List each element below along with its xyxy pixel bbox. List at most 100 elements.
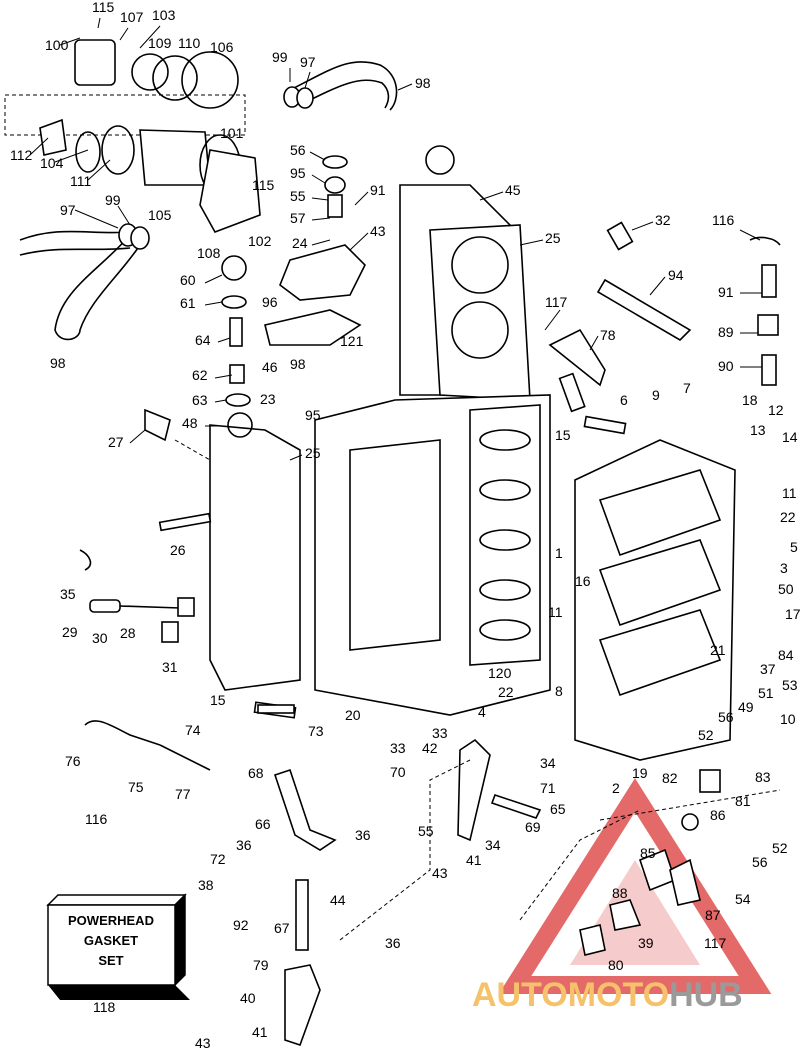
callout-85: 85 [640,845,656,861]
box-line-1: POWERHEAD [68,913,154,928]
callout-1: 1 [555,545,563,561]
callout-labels: 115 107 103 100 109 110 106 99 97 98 101… [10,0,800,1051]
callout-73: 73 [308,723,324,739]
callout-11b: 11 [548,604,563,620]
callout-26: 26 [170,542,186,558]
callout-75: 75 [128,779,144,795]
callout-28: 28 [120,625,136,641]
callout-25a: 25 [545,230,561,246]
callout-52b: 52 [772,840,788,856]
callout-68: 68 [248,765,264,781]
callout-10: 10 [780,711,796,727]
callout-116b: 116 [85,811,108,827]
callout-106: 104 [40,155,64,171]
callout-60: 60 [180,272,196,288]
callout-13: 13 [750,422,766,438]
callout-19: 19 [632,765,648,781]
callout-47: 45 [505,182,521,198]
callout-24: 24 [292,235,308,251]
callout-74: 74 [185,722,201,738]
callout-57: 55 [290,188,306,204]
callout-4: 4 [478,704,486,720]
callout-16: 16 [575,573,591,589]
callout-33b: 33 [390,740,406,756]
callout-66: 66 [255,816,271,832]
callout-31: 31 [162,659,178,675]
callout-108: 106 [210,39,234,55]
callout-2: 2 [612,780,620,796]
callout-112: 110 [178,35,201,51]
callout-76: 76 [65,753,81,769]
callout-15a: 15 [555,427,571,443]
callout-78: 78 [600,327,616,343]
callout-27: 27 [108,434,124,450]
callout-55: 55 [418,823,434,839]
callout-89: 89 [718,324,734,340]
callout-54: 54 [735,891,751,907]
callout-111: 109 [148,35,172,51]
box-line-2: GASKET [84,933,138,948]
callout-117a: 117 [545,294,568,310]
box-line-3: SET [98,953,123,968]
callout-8: 8 [555,683,563,699]
callout-95: 95 [305,407,321,423]
callout-86: 86 [710,807,726,823]
callout-21: 21 [710,642,726,658]
callout-119: 120 [488,665,512,681]
callout-97: 95 [290,165,306,181]
callout-15b: 15 [210,692,226,708]
throttle-linkage [84,701,542,1047]
callout-36a: 36 [355,827,371,843]
callout-102: 100 [45,37,69,53]
callout-5: 5 [790,539,798,555]
callout-9: 9 [652,387,660,403]
callout-29: 29 [62,624,78,640]
callout-6: 6 [620,392,628,408]
callout-51: 51 [758,685,774,701]
callout-115b: 115 [252,177,275,193]
callout-32: 32 [655,212,671,228]
callout-100b: 98 [50,355,66,371]
callout-104: 102 [248,233,272,249]
callout-70: 70 [390,764,406,780]
callout-110: 108 [197,245,221,261]
callout-114: 112 [10,147,33,163]
left-sensors [79,408,295,714]
callout-36b: 36 [236,837,252,853]
callout-34b: 34 [485,837,501,853]
callout-58: 56 [290,142,306,158]
leader-lines [29,17,762,461]
callout-120: 121 [340,333,364,349]
callout-35: 35 [60,586,76,602]
callout-90: 90 [718,358,734,374]
callout-3: 3 [780,560,788,576]
callout-71: 71 [540,780,556,796]
callout-115a: 115 [92,0,115,15]
callout-101b: 99 [105,192,121,208]
callout-33a: 33 [432,725,448,741]
callout-34a: 34 [540,755,556,771]
callout-39: 39 [638,935,654,951]
powerhead-gasket-set-box: POWERHEAD GASKET SET [46,893,190,1000]
callout-12: 12 [768,402,784,418]
callout-41b: 41 [252,1024,268,1040]
callout-14: 14 [782,429,798,445]
callout-118: 118 [93,999,116,1015]
callout-49: 49 [738,699,754,715]
callout-113: 111 [70,173,91,189]
watermark-part1: AUTOMOTO [472,976,669,1014]
callout-100a: 98 [415,75,431,91]
callout-62: 62 [192,367,208,383]
right-side-parts [548,221,781,435]
watermark-part2: HUB [669,976,743,1014]
callout-96: 96 [262,294,278,310]
callout-50: 50 [778,581,794,597]
callout-42: 42 [422,740,438,756]
callout-65: 65 [550,801,566,817]
callout-117b: 117 [704,935,727,951]
callout-23: 23 [260,391,276,407]
callout-88: 88 [612,885,628,901]
callout-98: 98 [290,356,306,372]
cylinder-block [314,394,551,716]
